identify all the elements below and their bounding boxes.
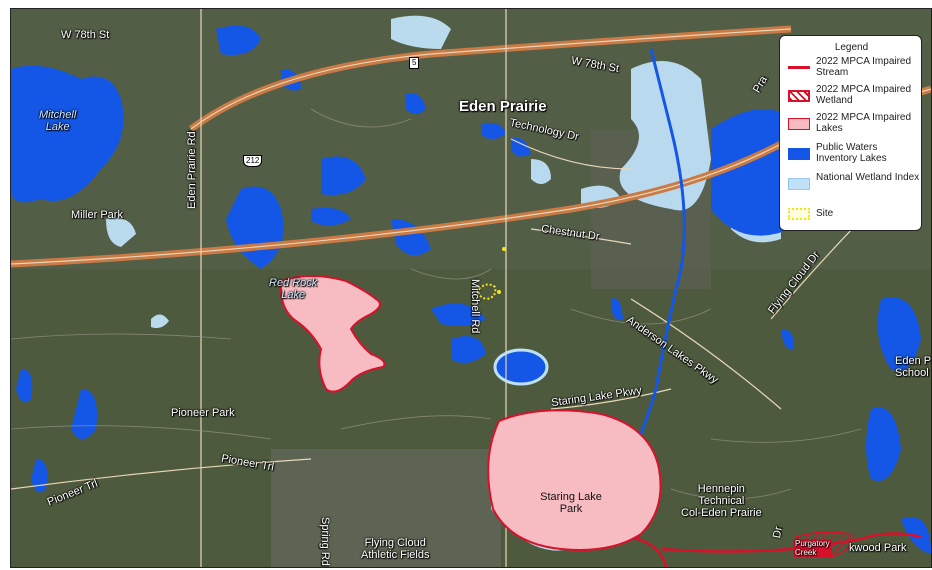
site-point (497, 290, 501, 294)
road-label-mitchell: Mitchell Rd (469, 279, 481, 334)
legend-label: National Wetland Index (816, 172, 920, 183)
map-legend: Legend 2022 MPCA Impaired Stream 2022 MP… (779, 35, 922, 231)
road-label-dr-fragment: Dr (771, 525, 785, 540)
legend-label: 2022 MPCA Impaired Stream (816, 56, 912, 78)
lake-label-mitchell: Mitchell Lake (39, 109, 77, 133)
map-canvas[interactable] (11, 9, 931, 567)
legend-item-nwi: National Wetland Index (788, 172, 920, 196)
legend-label: 2022 MPCA Impaired Wetland (816, 84, 912, 106)
legend-label: Public Waters Inventory Lakes (816, 142, 887, 164)
legend-label: Site (816, 208, 834, 219)
city-label: Eden Prairie (459, 98, 547, 115)
road-label-w78th: W 78th St (61, 29, 110, 41)
local-streets (11, 108, 862, 500)
site-marker[interactable] (477, 283, 497, 301)
place-label-miller-park: Miller Park (71, 209, 123, 221)
place-label-hennepin-technical: Hennepin Technical Col-Eden Prairie (681, 483, 762, 519)
place-label-flying-cloud-fields: Flying Cloud Athletic Fields (361, 537, 430, 561)
site-point (502, 247, 506, 251)
legend-title: Legend (834, 42, 869, 53)
blue-fill-icon (788, 148, 810, 160)
creek-channel (629, 48, 686, 455)
red-hatch-icon (788, 90, 810, 102)
legend-item-pwi-lakes: Public Waters Inventory Lakes (788, 142, 920, 166)
yellow-dotted-icon (788, 208, 810, 220)
map-view[interactable]: W 78th St W 78th St Eden Prairie Technol… (10, 8, 932, 568)
legend-item-impaired-stream: 2022 MPCA Impaired Stream (788, 56, 920, 80)
road-label-eden-prairie-rd: Eden Prairie Rd (186, 131, 198, 209)
red-line-icon (788, 66, 810, 69)
place-label-staring-park: Staring Lake Park (540, 491, 602, 515)
highway-shield-212: 212 (243, 155, 263, 167)
stream-label-purgatory: Purgatory Creek (793, 539, 832, 557)
staring-lake (487, 409, 662, 551)
legend-item-impaired-lakes: 2022 MPCA Impaired Lakes (788, 112, 920, 136)
legend-item-impaired-wetland: 2022 MPCA Impaired Wetland (788, 84, 920, 108)
lake-label-red-rock: Red Rock Lake (269, 277, 318, 301)
road-label-spring-rd: Spring Rd (319, 517, 331, 566)
pink-fill-icon (788, 118, 810, 130)
legend-item-site: Site (788, 202, 920, 226)
place-label-wood-park: kwood Park (849, 542, 907, 554)
pwi-lake-mitchell-south (493, 348, 549, 386)
place-label-eden-school: Eden P School (895, 355, 932, 379)
commercial-area (271, 449, 501, 567)
red-rock-lake (279, 275, 386, 393)
legend-label: 2022 MPCA Impaired Lakes (816, 112, 912, 134)
place-label-pioneer-park: Pioneer Park (171, 407, 235, 419)
lightblue-fill-icon (788, 178, 810, 190)
highway-shield-5: 5 (409, 57, 420, 69)
